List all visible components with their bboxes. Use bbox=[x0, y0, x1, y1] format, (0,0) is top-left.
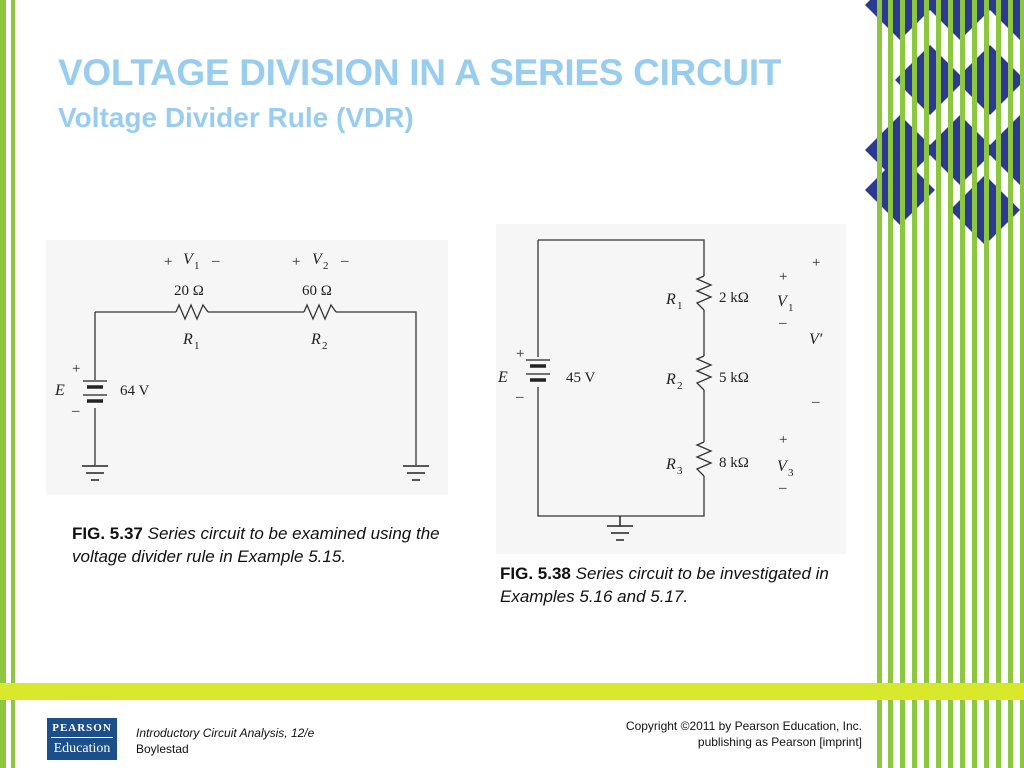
r2-label: R bbox=[665, 371, 676, 388]
r2-subscript: 2 bbox=[322, 340, 328, 352]
figure-5-37-caption: FIG. 5.37 Series circuit to be examined … bbox=[72, 522, 442, 568]
left-bar-outer bbox=[0, 0, 6, 768]
v1-minus: – bbox=[211, 253, 220, 269]
r1-label: R bbox=[182, 331, 193, 348]
logo-top-text: PEARSON bbox=[52, 722, 112, 734]
v2-minus: – bbox=[340, 253, 349, 269]
left-bar-inner bbox=[11, 0, 15, 768]
v3-minus: – bbox=[778, 480, 787, 496]
r1-value: 20 Ω bbox=[174, 283, 204, 299]
battery-plus: + bbox=[516, 346, 524, 362]
battery-e-label: E bbox=[497, 369, 508, 386]
wires bbox=[537, 239, 713, 517]
battery-minus: – bbox=[515, 389, 524, 405]
figure-5-38-caption: FIG. 5.38 Series circuit to be investiga… bbox=[500, 562, 830, 608]
ground-symbol-right bbox=[403, 465, 429, 481]
r1-value: 2 kΩ bbox=[719, 290, 749, 306]
figure-5-38-circuit: R 1 2 kΩ R 2 5 kΩ R 3 8 kΩ + E 45 V – + … bbox=[497, 239, 823, 541]
v3-plus: + bbox=[779, 432, 787, 448]
v1-plus: + bbox=[779, 269, 787, 285]
v2-plus: + bbox=[292, 254, 300, 270]
r1-label: R bbox=[665, 291, 676, 308]
pearson-logo: PEARSON Education bbox=[47, 718, 117, 760]
footer-copyright: Copyright ©2011 by Pearson Education, In… bbox=[626, 718, 862, 750]
vprime-plus: + bbox=[812, 255, 820, 271]
r3-value: 8 kΩ bbox=[719, 455, 749, 471]
r2-value: 60 Ω bbox=[302, 283, 332, 299]
figure-5-37-circuit: + V 1 – + V 2 – 20 Ω 60 Ω R 1 R 2 + E 64… bbox=[54, 251, 429, 481]
r2-value: 5 kΩ bbox=[719, 370, 749, 386]
logo-bottom-text: Education bbox=[53, 741, 111, 756]
footer-book-title: Introductory Circuit Analysis, 12/e bbox=[136, 726, 315, 740]
stripe-pattern bbox=[877, 0, 1024, 768]
v1-label: V bbox=[777, 293, 789, 310]
battery-value: 64 V bbox=[120, 383, 149, 399]
r3-subscript: 3 bbox=[677, 465, 683, 477]
vprime-label: V′ bbox=[809, 331, 823, 348]
footer-book-info: Introductory Circuit Analysis, 12/e Boyl… bbox=[136, 725, 314, 757]
slide-title: VOLTAGE DIVISION IN A SERIES CIRCUIT bbox=[58, 52, 782, 93]
v1-label: V bbox=[183, 251, 195, 268]
footer-author: Boylestad bbox=[136, 742, 189, 756]
wires bbox=[94, 303, 417, 465]
v1-plus: + bbox=[164, 254, 172, 270]
v1-subscript: 1 bbox=[194, 260, 200, 272]
v1-minus: – bbox=[778, 315, 787, 331]
figure-5-37-panel bbox=[46, 240, 448, 495]
battery-symbol bbox=[83, 380, 107, 403]
r2-label: R bbox=[310, 331, 321, 348]
v3-subscript: 3 bbox=[788, 467, 794, 479]
ground-symbol bbox=[607, 516, 633, 541]
battery-value: 45 V bbox=[566, 370, 595, 386]
v3-label: V bbox=[777, 458, 789, 475]
figure-5-38-caption-text: Series circuit to be investigated in Exa… bbox=[500, 564, 829, 606]
r1-subscript: 1 bbox=[194, 340, 200, 352]
figure-5-37-caption-label: FIG. 5.37 bbox=[72, 524, 143, 543]
battery-symbol bbox=[526, 359, 550, 382]
slide-subtitle: Voltage Divider Rule (VDR) bbox=[58, 102, 414, 133]
footer-copyright-line: Copyright ©2011 by Pearson Education, In… bbox=[625, 719, 862, 733]
v1-subscript: 1 bbox=[788, 302, 794, 314]
battery-e-label: E bbox=[54, 382, 65, 399]
footer-band bbox=[0, 683, 1024, 700]
figure-5-38-panel bbox=[496, 224, 846, 554]
ground-symbol-left bbox=[82, 465, 108, 481]
v2-label: V bbox=[312, 251, 324, 268]
vprime-minus: – bbox=[811, 394, 820, 410]
r2-subscript: 2 bbox=[677, 380, 683, 392]
figure-5-38-caption-label: FIG. 5.38 bbox=[500, 564, 571, 583]
figure-5-37-caption-text: Series circuit to be examined using the … bbox=[72, 524, 440, 566]
footer-imprint-line: publishing as Pearson [imprint] bbox=[697, 735, 862, 749]
battery-minus: – bbox=[71, 403, 80, 419]
v2-subscript: 2 bbox=[323, 260, 329, 272]
r1-subscript: 1 bbox=[677, 300, 683, 312]
battery-plus: + bbox=[72, 361, 80, 377]
logo-divider bbox=[51, 737, 113, 738]
r3-label: R bbox=[665, 456, 676, 473]
